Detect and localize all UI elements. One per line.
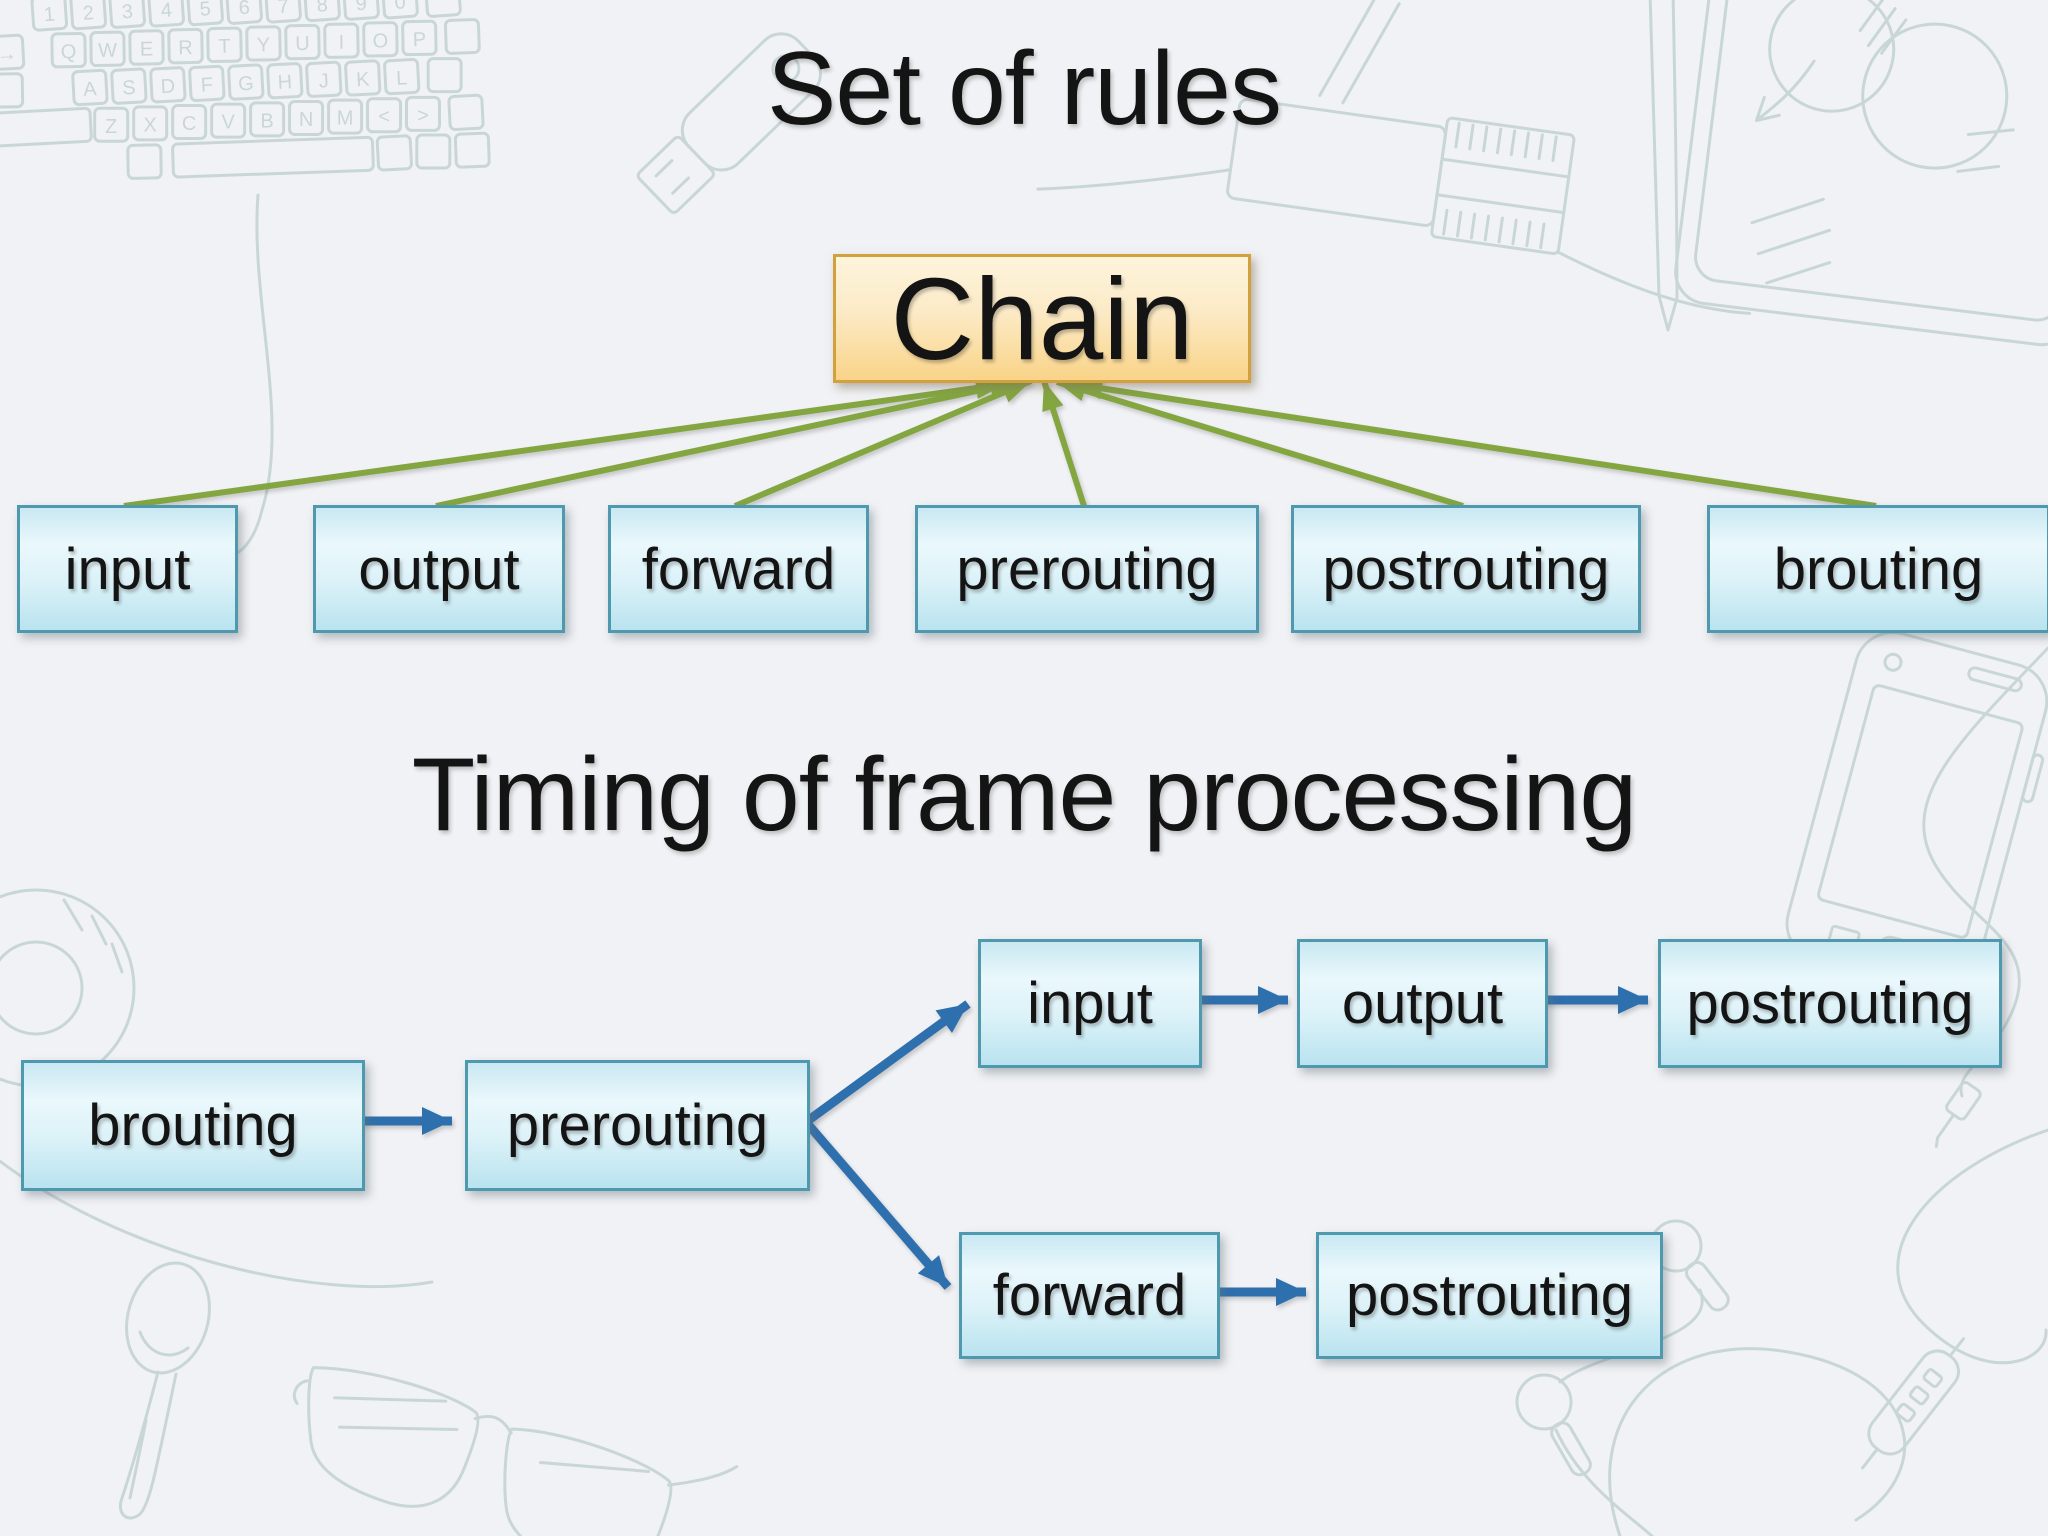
- timing-node-postrouting-bottom-label: postrouting: [1346, 1263, 1633, 1328]
- arrow-prerouting-to-forward: [802, 1119, 952, 1290]
- svg-text:P: P: [413, 29, 427, 51]
- arrow-brouting-to-chain: [1072, 377, 1877, 509]
- rules-node-forward-label: forward: [641, 536, 836, 602]
- arrow-prerouting-to-input: [803, 1000, 971, 1126]
- rules-node-postrouting: postrouting: [1291, 505, 1641, 633]
- timing-node-input-label: input: [1027, 971, 1153, 1036]
- rules-node-brouting-label: brouting: [1773, 536, 1984, 602]
- svg-text:3: 3: [121, 1, 134, 24]
- svg-text:8: 8: [316, 0, 329, 17]
- svg-text:Z: Z: [105, 116, 117, 138]
- svg-text:1: 1: [43, 3, 56, 26]
- rules-node-input: input: [17, 505, 238, 633]
- timing-node-output: output: [1297, 939, 1548, 1068]
- svg-text:T: T: [218, 36, 231, 58]
- timing-node-brouting-label: brouting: [88, 1093, 298, 1158]
- chain-root-node: Chain: [833, 253, 1251, 384]
- rules-node-output: output: [313, 505, 565, 633]
- bookmark-ribbon-doodle: [1648, 0, 1679, 332]
- svg-text:>: >: [417, 105, 429, 127]
- svg-text:A: A: [83, 78, 98, 101]
- timing-node-prerouting: prerouting: [465, 1060, 810, 1191]
- timing-node-input: input: [978, 939, 1202, 1068]
- arrow-input-to-chain: [123, 377, 1006, 509]
- svg-text:N: N: [299, 109, 313, 131]
- svg-text:0: 0: [394, 0, 407, 14]
- svg-text:<: <: [378, 106, 390, 128]
- svg-text:J: J: [318, 70, 329, 92]
- svg-text:Y: Y: [257, 34, 271, 56]
- svg-text:H: H: [277, 71, 293, 94]
- timing-node-postrouting-top-label: postrouting: [1686, 971, 1974, 1036]
- timing-node-forward-label: forward: [992, 1263, 1187, 1328]
- svg-text:R: R: [178, 37, 193, 59]
- rules-node-forward: forward: [608, 505, 869, 633]
- svg-text:K: K: [356, 69, 371, 92]
- svg-text:W: W: [98, 40, 117, 62]
- timing-node-postrouting-top: postrouting: [1658, 939, 2002, 1068]
- svg-text:5: 5: [199, 0, 212, 21]
- svg-text:9: 9: [355, 0, 368, 15]
- rules-node-output-label: output: [358, 536, 520, 602]
- svg-text:6: 6: [238, 0, 251, 19]
- svg-text:M: M: [337, 108, 354, 130]
- chain-root-label: Chain: [890, 253, 1194, 384]
- svg-text:V: V: [221, 112, 235, 134]
- svg-text:4: 4: [160, 0, 173, 22]
- svg-text:→: →: [0, 43, 17, 66]
- timing-node-forward: forward: [959, 1232, 1220, 1359]
- spoon-doodle: [119, 1261, 211, 1520]
- rules-title: Set of rules: [766, 31, 1282, 147]
- timing-node-output-label: output: [1341, 971, 1504, 1036]
- rules-node-prerouting: prerouting: [915, 505, 1259, 633]
- svg-text:7: 7: [277, 0, 290, 18]
- rules-node-prerouting-label: prerouting: [956, 536, 1218, 602]
- arrow-prerouting-to-chain: [1041, 380, 1087, 507]
- svg-text:D: D: [160, 75, 176, 98]
- arrow-postrouting-to-chain: [1056, 379, 1464, 509]
- svg-text:U: U: [295, 33, 310, 55]
- arrow-output-to-chain: [435, 377, 1020, 509]
- svg-text:F: F: [200, 74, 213, 97]
- svg-text:2: 2: [82, 2, 95, 25]
- svg-text:Q: Q: [61, 41, 77, 63]
- notebook-doodle: [1674, 0, 2048, 347]
- svg-text:B: B: [260, 110, 273, 132]
- rules-node-brouting: brouting: [1707, 505, 2048, 633]
- svg-text:L: L: [396, 67, 408, 90]
- svg-text:E: E: [140, 38, 154, 60]
- rules-node-input-label: input: [64, 536, 191, 602]
- svg-text:C: C: [182, 113, 196, 135]
- arrow-forward-to-chain: [733, 378, 1033, 509]
- timing-node-prerouting-label: prerouting: [506, 1093, 769, 1158]
- svg-text:O: O: [372, 30, 388, 52]
- svg-text:G: G: [238, 73, 255, 96]
- svg-text:X: X: [144, 114, 157, 136]
- svg-text:I: I: [338, 32, 344, 54]
- timing-node-postrouting-bottom: postrouting: [1316, 1232, 1663, 1359]
- rules-node-postrouting-label: postrouting: [1322, 536, 1610, 602]
- usb-flash-drive-doodle: [636, 32, 822, 214]
- timing-node-brouting: brouting: [21, 1060, 365, 1191]
- svg-text:S: S: [122, 77, 136, 100]
- sunglasses-doodle: [292, 1366, 739, 1536]
- timing-title: Timing of frame processing: [411, 737, 1637, 853]
- cable-connector-doodle: [1036, 0, 1752, 315]
